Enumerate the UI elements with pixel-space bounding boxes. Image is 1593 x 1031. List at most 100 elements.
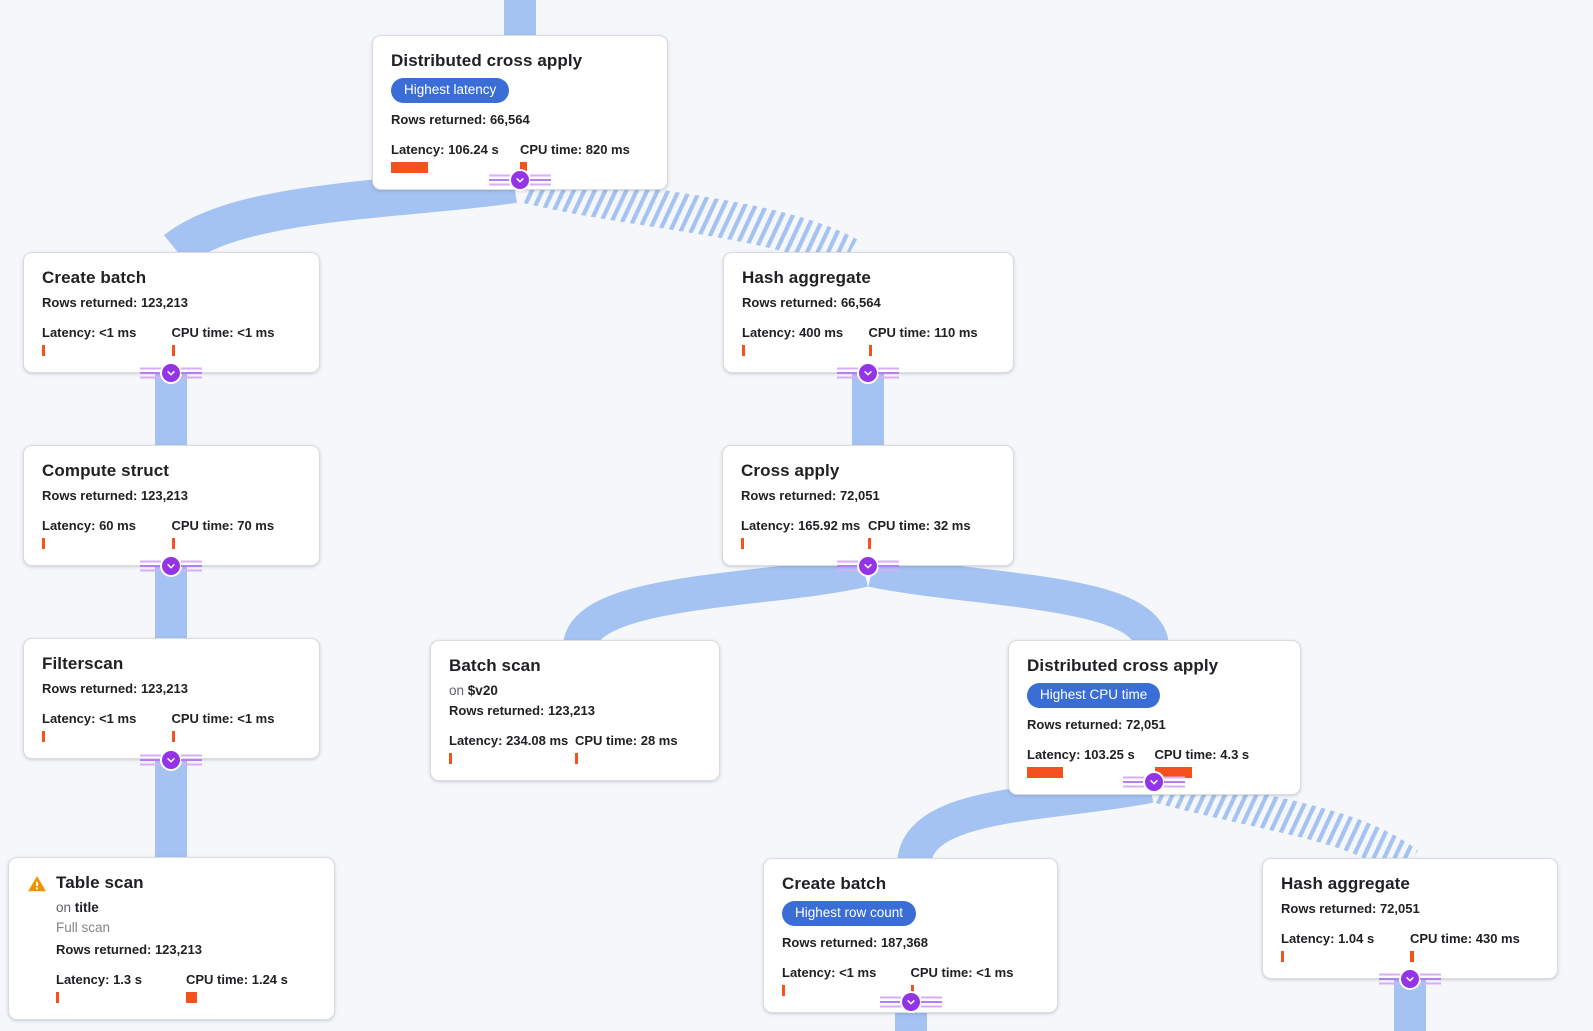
- cpu-time-bar: [575, 753, 578, 764]
- edge-root-to-hash-aggregate-remote: [521, 165, 858, 273]
- latency-label: Latency: <1 ms: [42, 711, 137, 726]
- chevron-down-icon: [857, 362, 879, 384]
- latency-label: Latency: 165.92 ms: [741, 518, 861, 533]
- latency-bar: [42, 731, 45, 742]
- edge-dca2-to-hash-aggregate-2-remote: [1153, 769, 1419, 878]
- cpu-time-label: CPU time: 110 ms: [868, 325, 978, 340]
- cpu-time-label: CPU time: <1 ms: [910, 964, 1014, 980]
- collapse-cross-apply-button[interactable]: [837, 555, 899, 577]
- chevron-down-icon: [857, 555, 879, 577]
- plan-node-table-scan[interactable]: Table scan on title Full scan Rows retur…: [8, 857, 335, 1020]
- latency-bar: [42, 345, 45, 356]
- cpu-time-bar: [868, 345, 872, 356]
- scan-target: on title: [56, 900, 99, 915]
- connector-rail: [181, 372, 202, 374]
- highest-row-count-badge: Highest row count: [782, 901, 917, 926]
- chevron-down-icon: [160, 555, 182, 577]
- latency-bar: [449, 753, 452, 764]
- latency-label: Latency: 234.08 ms: [449, 733, 569, 748]
- collapse-compute-struct-button[interactable]: [140, 555, 202, 577]
- latency-bar: [391, 161, 428, 173]
- plan-node-batch-scan[interactable]: Batch scan on $v20 Rows returned: 123,21…: [430, 640, 720, 781]
- connector-rail: [921, 1001, 942, 1003]
- cpu-time-label: CPU time: 32 ms: [868, 518, 971, 533]
- collapse-filterscan-button[interactable]: [140, 749, 202, 771]
- highest-latency-badge: Highest latency: [391, 78, 510, 103]
- connector-rail: [140, 565, 161, 567]
- latency-bar: [782, 984, 785, 996]
- cpu-time-bar: [171, 731, 175, 742]
- cpu-time-label: CPU time: 28 ms: [575, 733, 678, 748]
- latency-label: Latency: 1.3 s: [56, 972, 142, 987]
- edge-hash-aggregate-to-cross-apply: [852, 373, 884, 451]
- latency-bar: [742, 345, 745, 356]
- plan-node-hash-aggregate-2[interactable]: Hash aggregate Rows returned: 72,051 Lat…: [1262, 858, 1558, 979]
- warning-icon: [28, 876, 46, 892]
- chevron-down-icon: [509, 169, 531, 191]
- latency-label: Latency: 400 ms: [742, 325, 844, 340]
- latency-label: Latency: 1.04 s: [1281, 931, 1375, 946]
- connector-rail: [1420, 978, 1441, 980]
- latency-label: Latency: 60 ms: [42, 518, 136, 533]
- collapse-hash-aggregate-1-button[interactable]: [837, 362, 899, 384]
- rows-returned: Rows returned: 72,051: [741, 488, 880, 503]
- rows-returned: Rows returned: 187,368: [782, 934, 928, 950]
- node-title: Hash aggregate: [742, 268, 871, 287]
- cpu-time-bar: [868, 538, 871, 549]
- collapse-create-batch-1-button[interactable]: [140, 362, 202, 384]
- plan-node-hash-aggregate-1[interactable]: Hash aggregate Rows returned: 66,564 Lat…: [723, 252, 1014, 373]
- collapse-create-batch-2-button[interactable]: [880, 991, 942, 1013]
- collapse-hash-aggregate-2-button[interactable]: [1379, 968, 1441, 990]
- connector-rail: [181, 565, 202, 567]
- latency-bar: [1027, 766, 1063, 778]
- connector-rail: [489, 179, 510, 181]
- cpu-time-label: CPU time: 430 ms: [1410, 931, 1520, 946]
- connector-rail: [140, 759, 161, 761]
- collapse-distributed-cross-apply-2-button[interactable]: [1123, 771, 1185, 793]
- node-title: Batch scan: [449, 656, 541, 675]
- cpu-time-label: CPU time: 70 ms: [171, 518, 275, 533]
- plan-node-distributed-cross-apply-root[interactable]: Distributed cross apply Highest latency …: [372, 35, 668, 190]
- rows-returned: Rows returned: 123,213: [42, 681, 188, 696]
- edge-cross-apply-to-batch-scan: [563, 553, 868, 651]
- rows-returned: Rows returned: 123,213: [56, 942, 202, 957]
- connector-rail: [1379, 978, 1400, 980]
- connector-rail: [880, 1001, 901, 1003]
- cpu-time-label: CPU time: 4.3 s: [1154, 746, 1250, 762]
- plan-node-filterscan[interactable]: Filterscan Rows returned: 123,213 Latenc…: [23, 638, 320, 759]
- connector-rail: [837, 565, 858, 567]
- plan-node-create-batch-2[interactable]: Create batch Highest row count Rows retu…: [763, 858, 1058, 1013]
- plan-node-compute-struct[interactable]: Compute struct Rows returned: 123,213 La…: [23, 445, 320, 566]
- plan-node-distributed-cross-apply-2[interactable]: Distributed cross apply Highest CPU time…: [1008, 640, 1301, 795]
- plan-node-create-batch-1[interactable]: Create batch Rows returned: 123,213 Late…: [23, 252, 320, 373]
- chevron-down-icon: [160, 749, 182, 771]
- connector-rail: [1164, 781, 1185, 783]
- edge-filterscan-to-table-scan: [155, 760, 187, 862]
- rows-returned: Rows returned: 123,213: [42, 295, 188, 310]
- plan-node-cross-apply[interactable]: Cross apply Rows returned: 72,051 Latenc…: [722, 445, 1014, 566]
- cpu-time-bar: [910, 984, 914, 996]
- edge-root-to-create-batch: [164, 165, 517, 266]
- collapse-root-button[interactable]: [489, 169, 551, 191]
- edge-dca2-to-create-batch-2: [897, 769, 1154, 868]
- latency-label: Latency: 103.25 s: [1027, 746, 1135, 762]
- latency-bar: [56, 992, 59, 1003]
- cpu-time-label: CPU time: 1.24 s: [186, 972, 288, 987]
- node-title: Cross apply: [741, 461, 840, 480]
- node-title: Filterscan: [42, 654, 124, 673]
- connector-rail: [181, 759, 202, 761]
- node-title: Compute struct: [42, 461, 170, 480]
- latency-label: Latency: 106.24 s: [391, 141, 499, 157]
- full-scan-label: Full scan: [56, 920, 111, 935]
- cpu-time-bar: [1410, 951, 1414, 962]
- rows-returned: Rows returned: 123,213: [449, 703, 595, 718]
- highest-cpu-time-badge: Highest CPU time: [1027, 683, 1161, 708]
- connector-rail: [837, 372, 858, 374]
- connector-rail: [530, 179, 551, 181]
- chevron-down-icon: [1399, 968, 1421, 990]
- node-title: Create batch: [42, 268, 147, 287]
- latency-bar: [741, 538, 744, 549]
- node-title: Distributed cross apply: [391, 51, 583, 70]
- node-title: Table scan: [56, 873, 144, 892]
